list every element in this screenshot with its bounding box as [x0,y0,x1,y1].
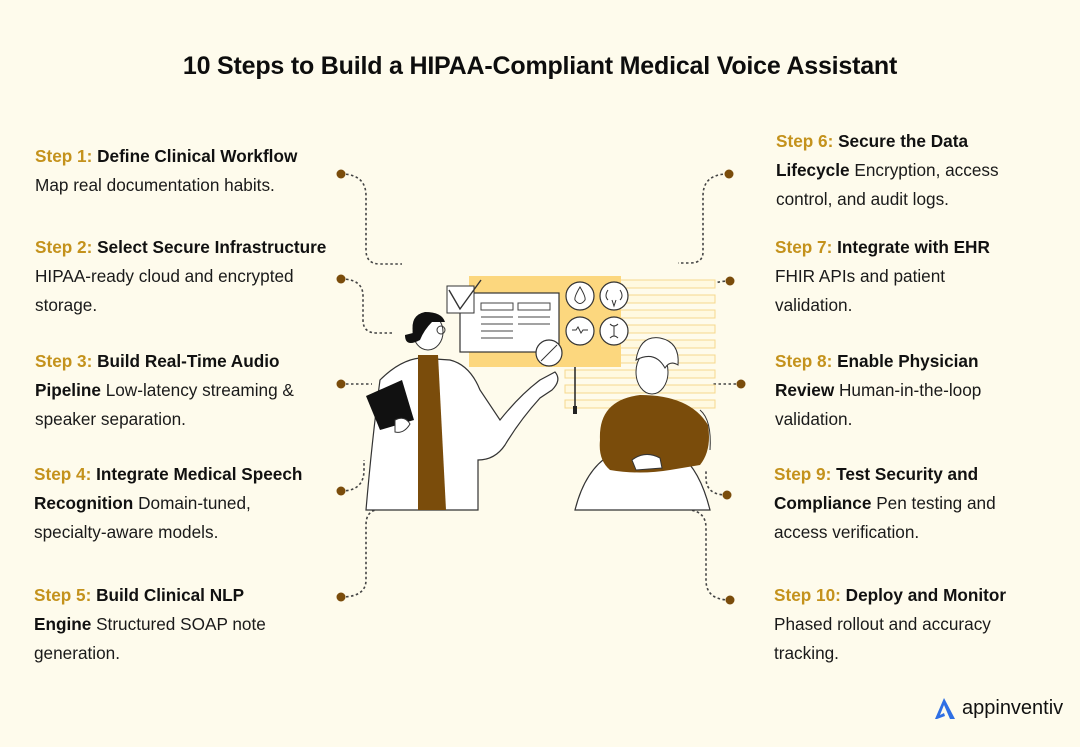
yellow-panel [469,276,621,367]
step-description: Pen testing and access verification. [774,493,996,542]
step-label: Step 2: [35,237,93,257]
step-label: Step 4: [34,464,92,484]
step-heading: Build Real-Time Audio Pipeline [35,351,280,400]
step-description: Encryption, access control, and audit lo… [776,160,999,209]
step-description: Structured SOAP note generation. [34,614,266,663]
checkbox-icon [446,285,475,314]
step-1: Step 1: Define Clinical Workflow Map rea… [35,142,340,200]
step-heading: Enable Physician Review [775,351,979,400]
step-heading: Select Secure Infrastructure [97,237,327,257]
document-icon [459,292,560,353]
step-heading: Define Clinical Workflow [97,146,298,166]
step-2: Step 2: Select Secure Infrastructure HIP… [35,233,340,320]
kidneys-icon [599,281,629,311]
step-heading: Integrate Medical Speech Recognition [34,464,303,513]
connector-lines [340,173,741,601]
appinventiv-logo-icon [935,698,955,719]
step-7: Step 7: Integrate with EHR FHIR APIs and… [775,233,1025,320]
step-10: Step 10: Deploy and Monitor Phased rollo… [774,581,1044,668]
step-label: Step 3: [35,351,93,371]
step-description: Map real documentation habits. [35,175,275,195]
step-label: Step 7: [775,237,833,257]
step-description: Phased rollout and accuracy tracking. [774,614,991,663]
blinds [564,279,716,409]
step-label: Step 5: [34,585,92,605]
patient-figure [574,337,711,511]
step-3: Step 3: Build Real-Time Audio Pipeline L… [35,347,325,434]
step-heading: Test Security and Compliance [774,464,979,513]
step-label: Step 6: [776,131,834,151]
step-description: Low-latency streaming & speaker separati… [35,380,294,429]
step-heading: Integrate with EHR [837,237,990,257]
step-9: Step 9: Test Security and Compliance Pen… [774,460,1034,547]
step-description: HIPAA-ready cloud and encrypted storage. [35,266,294,315]
step-8: Step 8: Enable Physician Review Human-in… [775,347,1025,434]
pill-icon [535,339,563,367]
step-label: Step 8: [775,351,833,371]
step-label: Step 9: [774,464,832,484]
step-heading: Secure the Data Lifecycle [776,131,969,180]
step-heading: Build Clinical NLP Engine [34,585,244,634]
step-6: Step 6: Secure the Data Lifecycle Encryp… [776,127,1036,214]
step-label: Step 10: [774,585,841,605]
step-label: Step 1: [35,146,93,166]
blood-drop-icon [565,281,595,311]
step-description: Human-in-the-loop validation. [775,380,982,429]
step-description: FHIR APIs and patient validation. [775,266,946,315]
joint-icon [599,316,629,346]
step-4: Step 4: Integrate Medical Speech Recogni… [34,460,314,547]
step-5: Step 5: Build Clinical NLP Engine Struct… [34,581,274,668]
brand-logo: appinventiv [932,695,1063,721]
connector-dots [336,169,746,605]
doctor-figure [365,312,559,511]
step-heading: Deploy and Monitor [845,585,1007,605]
page-title: 10 Steps to Build a HIPAA-Compliant Medi… [182,52,898,80]
heart-pulse-icon [565,316,595,346]
brand-name: appinventiv [962,696,1064,719]
step-description: Domain-tuned, specialty-aware models. [34,493,251,542]
